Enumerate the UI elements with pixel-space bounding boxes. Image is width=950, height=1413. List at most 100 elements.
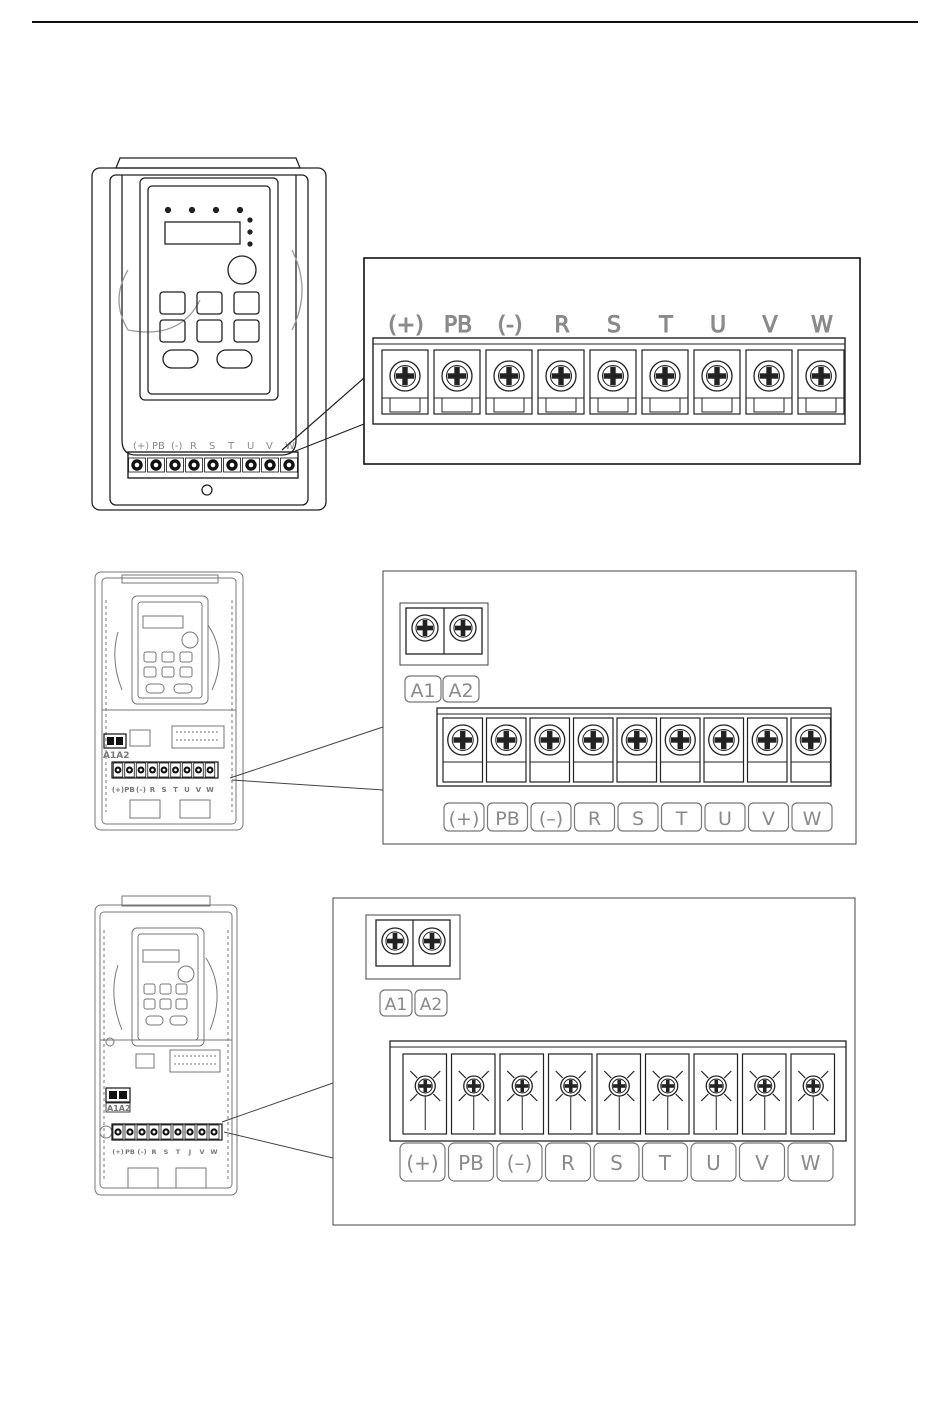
terminal-label: T [675,808,688,830]
small-terminal-screw [149,1125,159,1139]
small-terminal-screw [224,458,241,472]
small-terminal-screw [262,458,279,472]
zoom-3-terminal-block [390,1041,846,1141]
small-terminal-label: W [210,1148,217,1156]
terminal-label: V [762,313,777,338]
small-terminal-screw [137,1125,147,1139]
terminal-label: T [658,1151,672,1175]
small-terminal-screw [182,763,192,777]
small-terminal-screw [209,1125,219,1139]
aux-screw [382,928,408,954]
small-terminal-screw [186,458,203,472]
terminal-screw [491,725,521,755]
terminal-label: (+) [406,1151,438,1175]
small-terminal-label: R [150,786,156,794]
small-terminal-screw [125,763,135,777]
drive-2-small-strip [112,762,218,778]
small-terminal-screw [171,763,181,777]
terminal-screw [415,1076,435,1096]
terminal-screw [803,1076,823,1096]
terminal-label: W [811,313,833,338]
small-terminal-label: R [151,1148,156,1156]
terminal-label: W [803,808,822,830]
small-terminal-label: PB [124,786,134,794]
terminal-screw [658,1076,678,1096]
drive-1-small-strip [128,452,298,478]
aux-terminal-label: A2 [448,680,473,702]
drive-1-small-labels: (+)PB(-)RSTUVW [133,441,295,452]
small-terminal-screw [159,763,169,777]
terminal-screw [390,361,420,391]
terminal-label: T [658,313,673,338]
terminal-screw [578,725,608,755]
small-terminal-label: (+) [112,786,124,794]
small-terminal-label: S [164,1148,169,1156]
terminal-label: (-) [497,313,522,338]
small-terminal-label: W [206,786,214,794]
drive-1-keypad [160,208,259,369]
leader-line [282,378,364,450]
terminal-screw [752,725,782,755]
small-terminal-screw [205,763,215,777]
small-terminal-screw [194,763,204,777]
small-terminal-screw [148,458,165,472]
leader-line [222,1083,333,1122]
terminal-label: PB [444,313,472,338]
aux-terminal-label: A2 [420,995,442,1015]
drive-2-aux-terminal: A1A2 [103,734,129,761]
drive-3-aux-terminal: A1A2 [106,1088,131,1113]
small-terminal-screw [125,1125,135,1139]
terminal-screw [561,1076,581,1096]
terminal-label: U [706,1151,721,1175]
terminal-label: S [632,808,644,830]
small-terminal-screw [136,763,146,777]
small-terminal-screw [167,458,184,472]
small-terminal-screw [243,458,260,472]
terminal-label: U [718,808,732,830]
terminal-screw [535,725,565,755]
aux-screw [419,928,445,954]
small-terminal-screw [113,1125,123,1139]
terminal-screw [448,725,478,755]
small-terminal-screw [185,1125,195,1139]
aux-screw [412,615,438,641]
terminal-screw [754,361,784,391]
leader-line [230,727,383,778]
terminal-label: R [588,808,601,830]
drive-3-small-strip [112,1124,222,1140]
terminal-label: (–) [507,1151,533,1175]
terminal-label: V [755,1151,769,1175]
terminal-label: (–) [539,808,563,830]
small-terminal-screw [148,763,158,777]
terminal-screw [494,361,524,391]
terminal-label: PB [495,808,520,830]
drive-1-outline [92,158,326,510]
terminal-label: (+) [388,313,424,338]
small-terminal-screw [173,1125,183,1139]
terminal-label: W [801,1151,821,1175]
small-terminal-label: V [199,1148,204,1156]
zoom-1-terminal-labels: (+)PB(-)RSTUVW [388,313,833,338]
terminal-screw [796,725,826,755]
small-terminal-screw [197,1125,207,1139]
small-terminal-label: T [176,1148,181,1156]
aux-screw [450,615,476,641]
small-terminal-screw [113,763,123,777]
small-terminal-label: J [188,1148,191,1156]
terminal-label: U [710,313,726,338]
terminal-screw [609,1076,629,1096]
terminal-screw [806,361,836,391]
terminal-screw [546,361,576,391]
small-terminal-screw [281,458,298,472]
terminal-screw [709,725,739,755]
drive-3-small-labels: (+)PB(–)RSTJVW [112,1148,217,1156]
terminal-screw [442,361,472,391]
aux-terminal-label: A1 [410,680,435,702]
drive-2-small-aux-label: A1A2 [103,751,129,761]
terminal-label: PB [458,1151,484,1175]
